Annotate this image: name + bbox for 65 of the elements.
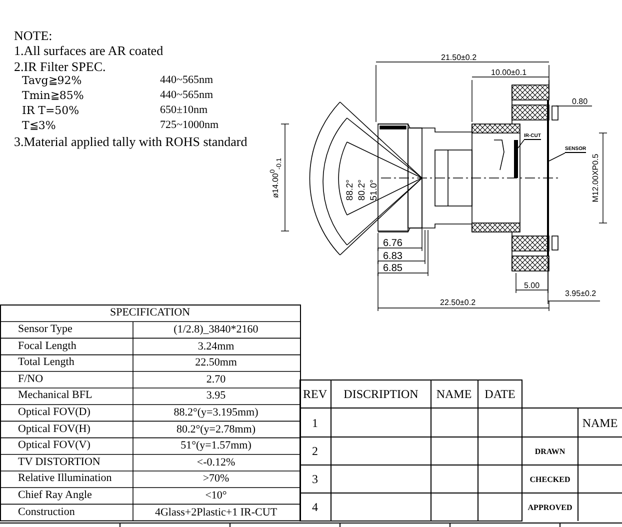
note-text: 2.IR Filter SPEC. [14, 60, 106, 73]
note-text: NOTE: [14, 29, 52, 42]
column-heading: REV [303, 388, 327, 400]
revision-number: 4 [312, 501, 318, 513]
dimension-value: 6.76 [383, 239, 402, 249]
spec-value: >70% [202, 474, 230, 485]
spec-label: Optical FOV(D) [18, 406, 90, 418]
angle-value: 51.0° [370, 179, 378, 201]
spec-value: <10° [205, 490, 227, 502]
filter-bar [514, 140, 518, 178]
spec-label: Construction [18, 506, 75, 518]
angle-value: 80.2° [358, 179, 366, 201]
dimension-value: 6.83 [383, 252, 402, 262]
spec-label: Mechanical BFL [18, 390, 92, 402]
dimension-value: 3.95±0.2 [565, 290, 596, 298]
approval-label: CHECKED [530, 476, 570, 484]
angle-value: 88.2° [346, 179, 354, 201]
leader-line [548, 152, 566, 162]
spec-label: Chief Ray Angle [18, 490, 92, 501]
note-text: 440~565nm [160, 75, 214, 86]
note-text: T≦3% [22, 120, 56, 131]
spec-value: <-0.12% [196, 457, 236, 468]
revision-number: 3 [312, 473, 318, 485]
spec-value: 2.70 [206, 374, 226, 386]
dimension-value: 10.00±0.1 [491, 69, 527, 77]
note-text: 1.All surfaces are AR coated [14, 44, 164, 57]
leader-line [518, 140, 524, 148]
spec-label: Total Length [18, 357, 74, 368]
dimension-value: 0.80 [572, 98, 588, 106]
column-heading: DATE [484, 388, 516, 400]
note-text: IR T=50% [22, 105, 80, 116]
spec-label: Optical FOV(V) [18, 440, 90, 452]
revision-number: 1 [312, 417, 318, 429]
spec-value: 4Glass+2Plastic+1 IR-CUT [154, 507, 278, 518]
spec-value: 51°(y=1.57mm) [180, 440, 252, 452]
dimension-value: 6.85 [383, 264, 402, 274]
revision-number: 2 [312, 445, 318, 457]
note-text: 650±10nm [160, 105, 208, 116]
spec-label: F/NO [18, 374, 44, 385]
approval-label: DRAWN [534, 448, 566, 456]
spec-value: 22.50mm [195, 358, 237, 369]
note-text: 725~1000nm [160, 120, 219, 131]
spec-value: 3.24mm [198, 341, 234, 352]
note-text: Tmin≧85% [22, 90, 84, 101]
spec-value: 88.2°(y=3.195mm) [174, 407, 258, 418]
note-text: 440~565nm [160, 90, 214, 101]
approval-label: APPROVED [528, 504, 572, 512]
spec-label: Relative Illumination [18, 473, 112, 484]
spec-label: TV DISTORTION [18, 456, 100, 468]
note-text: Tavg≧92% [22, 75, 82, 86]
spec-label: Focal Length [18, 340, 76, 352]
column-heading: NAME [436, 388, 472, 400]
dimension-value: 21.50±0.2 [441, 54, 477, 62]
table-title: SPECIFICATION [110, 308, 190, 319]
dimension-value: 5.00 [524, 282, 540, 290]
spec-label: Optical FOV(H) [18, 424, 90, 434]
note-text: 3.Material applied tally with ROHS standard [14, 135, 248, 148]
spec-value: 3.95 [206, 390, 226, 402]
spec-value: (1/2.8)_3840*2160 [174, 324, 258, 336]
spec-value: 80.2°(y=2.78mm) [176, 424, 256, 435]
spec-label: Sensor Type [18, 324, 72, 335]
dimension-value: M12.00XP0.5 [592, 154, 600, 202]
dimension-value: 22.50±0.2 [440, 299, 476, 307]
column-heading: NAME [582, 417, 618, 429]
column-heading: DISCRIPTION [344, 388, 418, 400]
